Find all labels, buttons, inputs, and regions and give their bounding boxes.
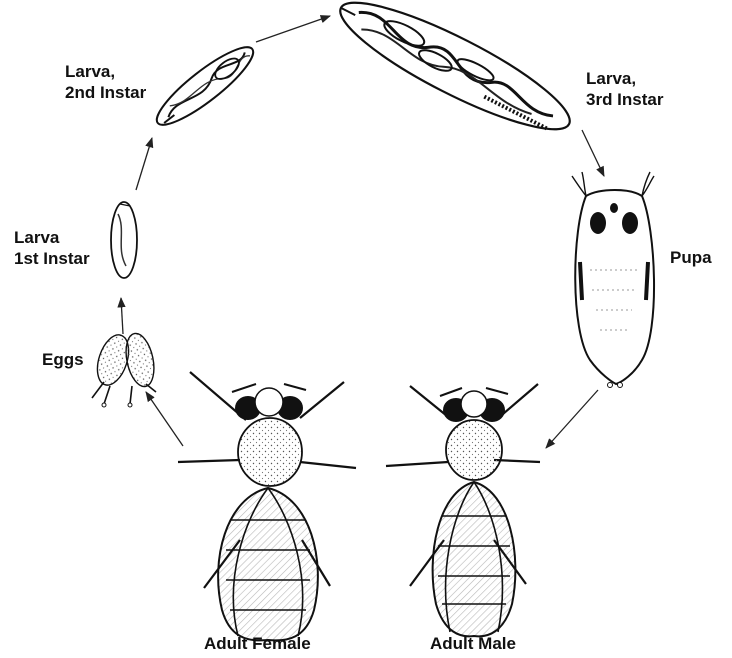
pupa-illustration	[572, 172, 654, 388]
arrow-eggs-to-larva1	[121, 298, 123, 334]
arrow-larva3-to-pupa	[582, 130, 604, 176]
adult-female-fly-illustration	[178, 372, 356, 640]
arrow-larva2-to-larva3	[256, 16, 330, 42]
label-adult-male: Adult Male	[430, 633, 516, 654]
arrow-pupa-to-adults	[546, 390, 598, 448]
label-larva-2nd-instar: Larva, 2nd Instar	[65, 61, 146, 103]
label-adult-female: Adult Female	[204, 633, 311, 654]
larva-1st-instar-illustration	[111, 202, 137, 278]
label-larva-3rd-instar: Larva, 3rd Instar	[586, 68, 663, 110]
adult-male-fly-illustration	[386, 384, 540, 636]
arrow-larva1-to-larva2	[136, 138, 152, 190]
label-eggs: Eggs	[42, 349, 84, 370]
larva-3rd-instar-illustration	[328, 0, 582, 149]
label-larva-1st-instar: Larva 1st Instar	[14, 227, 90, 269]
larva-2nd-instar-illustration	[148, 37, 261, 135]
arrow-female-to-eggs	[146, 392, 183, 446]
label-pupa: Pupa	[670, 247, 712, 268]
